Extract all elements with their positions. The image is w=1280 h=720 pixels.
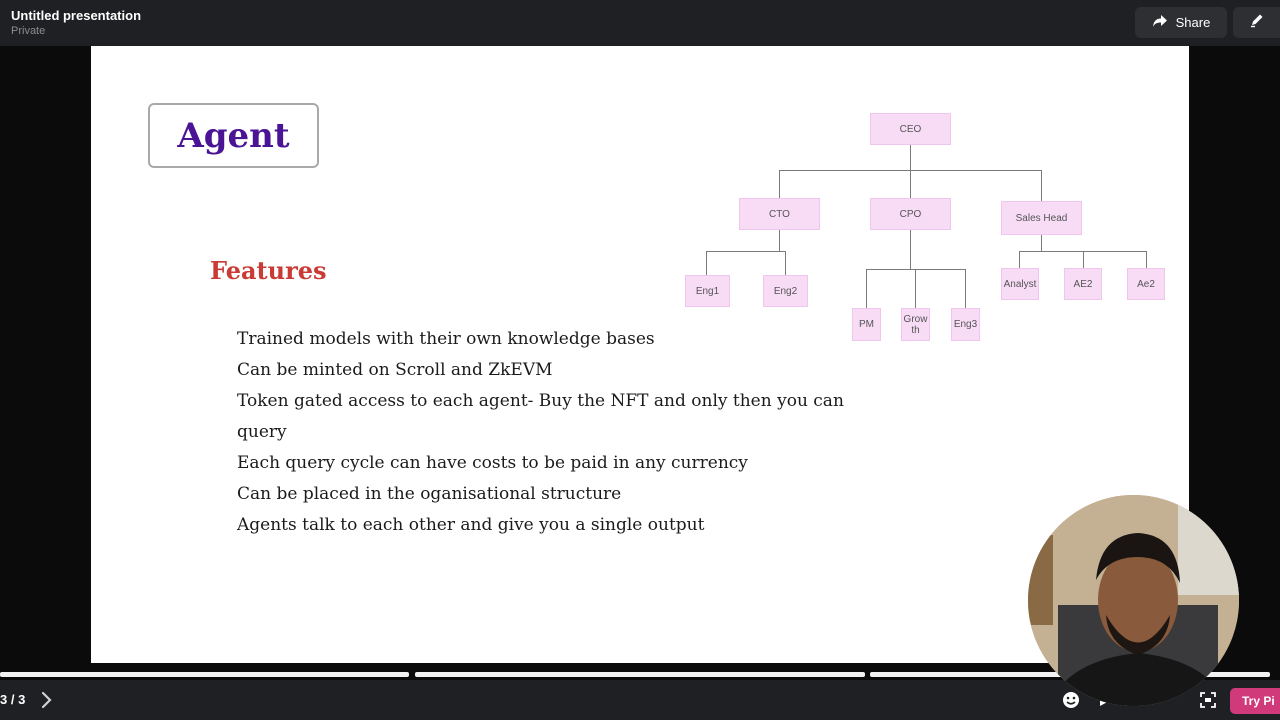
features-heading: Features — [210, 256, 327, 285]
fullscreen-icon — [1200, 692, 1216, 708]
org-edge — [779, 170, 1041, 171]
org-edge — [1019, 251, 1146, 252]
slide-title: Agent — [177, 115, 290, 156]
emoji-icon — [1063, 692, 1079, 708]
org-chart: CEO CTO CPO Sales Head Eng1 Eng2 PM Grow… — [681, 108, 1171, 348]
org-edge — [1041, 170, 1042, 201]
org-edge — [866, 269, 867, 308]
slide-canvas: Agent Features Trained models with their… — [91, 46, 1189, 663]
feature-item: Each query cycle can have costs to be pa… — [237, 453, 748, 473]
org-edge — [706, 251, 785, 252]
feature-item: query — [237, 422, 287, 442]
org-edge — [910, 145, 911, 233]
org-node-ae2-second: Ae2 — [1127, 268, 1165, 300]
page-indicator: 3 / 3 — [0, 692, 26, 707]
feature-list: Trained models with their own knowledge … — [237, 324, 897, 541]
org-edge — [910, 230, 911, 269]
org-edge — [1019, 251, 1020, 268]
document-title[interactable]: Untitled presentation — [11, 8, 142, 23]
org-edge — [965, 269, 966, 308]
org-node-eng2: Eng2 — [763, 275, 808, 307]
try-button[interactable]: Try Pi — [1230, 688, 1280, 714]
document-visibility: Private — [11, 25, 46, 37]
org-node-pm: PM — [852, 308, 881, 341]
presenter-webcam[interactable] — [1028, 495, 1239, 706]
org-edge — [915, 269, 916, 308]
slide-progress-segment[interactable] — [415, 672, 865, 677]
org-node-sales-head: Sales Head — [1001, 201, 1082, 235]
org-edge — [1041, 235, 1042, 251]
org-node-growth-line1: Grow — [903, 313, 928, 325]
share-label: Share — [1175, 15, 1211, 30]
org-edge — [785, 251, 786, 275]
feature-item: Can be minted on Scroll and ZkEVM — [237, 360, 553, 380]
feature-item: Agents talk to each other and give you a… — [237, 515, 705, 535]
org-node-eng3: Eng3 — [951, 308, 980, 341]
next-slide-button[interactable] — [40, 690, 54, 710]
org-node-cpo: CPO — [870, 198, 951, 230]
org-edge — [779, 230, 780, 251]
org-node-ae2: AE2 — [1064, 268, 1102, 300]
org-node-cto: CTO — [739, 198, 820, 230]
feature-item: Trained models with their own knowledge … — [237, 329, 655, 349]
slide-title-box: Agent — [148, 103, 319, 168]
chevron-right-icon — [41, 691, 52, 709]
org-node-growth-line2: th — [911, 324, 920, 336]
org-edge — [1083, 251, 1084, 268]
share-icon — [1152, 14, 1168, 31]
org-edge — [706, 251, 707, 275]
org-node-analyst: Analyst — [1001, 268, 1039, 300]
presenter-video — [1028, 495, 1239, 706]
org-edge — [1146, 251, 1147, 268]
share-button[interactable]: Share — [1135, 7, 1227, 38]
org-node-ceo: CEO — [870, 113, 951, 145]
slide-progress-segment[interactable] — [0, 672, 409, 677]
org-node-growth: Grow th — [901, 308, 930, 341]
top-bar: Untitled presentation Private Share — [0, 0, 1280, 46]
org-node-eng1: Eng1 — [685, 275, 730, 307]
reaction-button[interactable] — [1061, 690, 1081, 710]
feature-item: Can be placed in the oganisational struc… — [237, 484, 622, 504]
edit-button[interactable] — [1233, 7, 1280, 38]
org-edge — [779, 170, 780, 198]
edit-icon — [1249, 12, 1265, 33]
fullscreen-button[interactable] — [1199, 690, 1217, 710]
feature-item: Token gated access to each agent- Buy th… — [237, 391, 844, 411]
